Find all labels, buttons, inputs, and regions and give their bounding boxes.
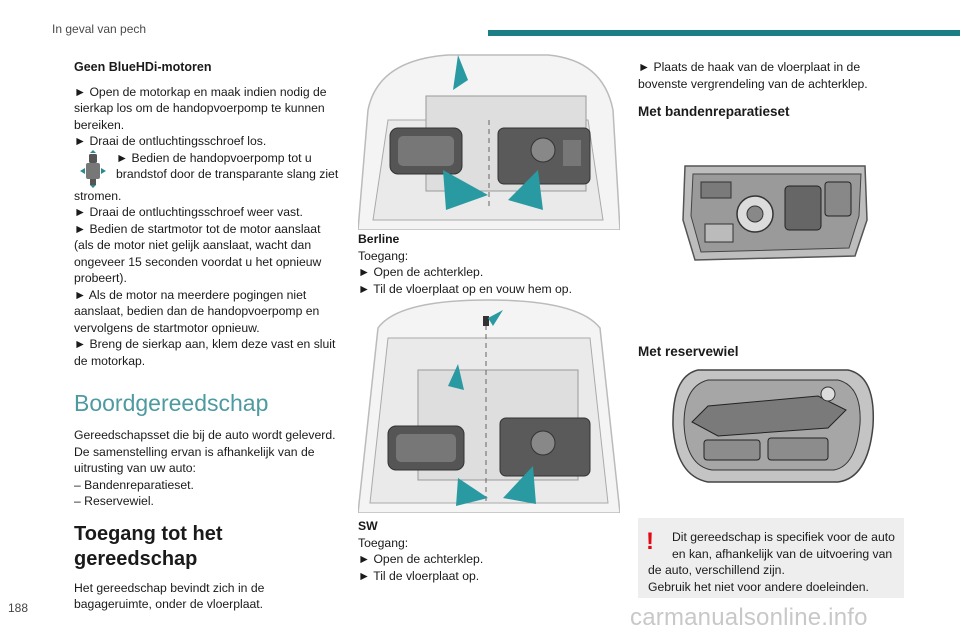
berline-step-1: ► Open de achterklep. [358,265,484,279]
step-loosen-screw: ► Draai de ontluchtingsschroef los. [74,134,267,148]
warning-text: Dit gereedschap is specifiek voor de aut… [648,529,900,595]
sw-access: Toegang: [358,535,409,550]
berline-access: Toegang: [358,248,409,263]
spare-wheel-heading: Met reservewiel [638,344,739,359]
engines-heading: Geen BlueHDi-motoren [74,60,212,74]
berline-step-2: ► Til de vloerplaat op en vouw hem op. [358,281,572,296]
step-tighten-screw: ► Draai de ontluchtingsschroef weer vast… [74,205,303,219]
warning-line-4: Gebruik het niet voor andere doeleinden. [648,579,869,594]
section-title: Boordgereedschap [74,390,269,416]
step-refit-cover: ► Breng de sierkap aan, klem deze vast e… [74,337,336,368]
step-operate-pump-end: stromen. [74,188,122,203]
sw-label: SW [358,519,378,533]
sw-caption: SW Toegang: ► Open de achterklep. ► Til … [358,518,620,584]
warning-icon: ! [646,528,654,555]
berline-illustration [358,50,620,230]
spare-wheel-illustration [668,366,878,486]
step-retry: ► Als de motor na meerdere pogingen niet… [74,287,320,335]
repair-kit-illustration [675,160,875,270]
access-text: Het gereedschap bevindt zich in de bagag… [74,580,265,612]
access-heading: Toegang tot het gereedschap [74,522,223,570]
pump-step: ► Bedien de handopvoerpomp tot u brandst… [74,149,342,188]
tools-item-spare-wheel: – Reservewiel. [74,494,154,508]
header-accent-bar [488,30,960,36]
tools-intro: Gereedschapsset die bij de auto wordt ge… [74,428,336,475]
right-column: ► Plaats de haak van de vloerplaat in de… [638,59,906,121]
berline-caption: Berline Toegang: ► Open de achterklep. ►… [358,231,620,297]
step-open-bonnet: ► Open de motorkap en maak indien nodig … [74,84,327,132]
watermark: carmanualsonline.info [630,604,868,631]
warning-line-1: Dit gereedschap is specifiek voor de aut… [672,530,895,544]
spare-section: Met reservewiel [638,344,906,361]
tools-item-repair-kit: – Bandenreparatieset. [74,477,194,492]
sw-step-2: ► Til de vloerplaat op. [358,568,480,583]
page-number: 188 [8,601,29,615]
step-operate-pump: ► Bedien de handopvoerpomp tot u [116,150,312,165]
step-starter: ► Bedien de startmotor tot de motor aans… [74,221,322,286]
warning-line-3: de auto, verschillend zijn. [648,563,785,577]
running-header: In geval van pech [52,22,147,36]
hook-instruction: ► Plaats de haak van de vloerplaat in de… [638,60,868,91]
step-operate-pump-cont: brandstof door de transparante slang zie… [116,167,339,181]
repair-kit-heading: Met bandenreparatieset [638,104,790,119]
sw-step-1: ► Open de achterklep. [358,552,484,566]
berline-label: Berline [358,232,400,246]
left-column: Geen BlueHDi-motoren ► Open de motorkap … [74,59,342,613]
warning-box: ! Dit gereedschap is specifiek voor de a… [638,518,904,598]
sw-illustration [358,298,620,513]
hand-pump-icon [74,149,112,188]
warning-line-2: en kan, afhankelijk van de uitvoering va… [672,546,893,561]
